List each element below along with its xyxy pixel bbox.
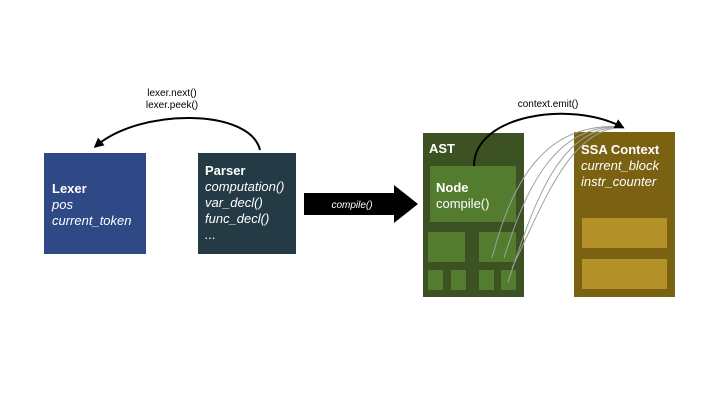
parser-method: ... (205, 227, 216, 242)
compile-arrow (304, 185, 418, 223)
child-node (479, 232, 516, 262)
lexer-box (44, 153, 146, 254)
leaf-node (451, 270, 466, 290)
emit-line (507, 126, 625, 283)
parser-method: func_decl() (205, 211, 270, 226)
lexer-call-arrow (93, 117, 261, 151)
lexer-field: pos (52, 197, 73, 212)
ssa-text: SSA Context current_block instr_counter (581, 142, 659, 190)
parser-box (198, 153, 296, 254)
leaf-node (479, 270, 494, 290)
node-method: compile() (436, 196, 490, 211)
emit-arrow (473, 112, 625, 167)
ssa-slot (582, 259, 667, 289)
ssa-field: instr_counter (581, 174, 657, 189)
emit-label: context.emit() (517, 99, 579, 110)
ssa-title: SSA Context (581, 142, 660, 157)
child-node (428, 232, 465, 262)
node-title: Node (436, 180, 469, 195)
leaf-node (428, 270, 443, 290)
lexer-calls-label: lexer.next() lexer.peek() (140, 88, 204, 112)
emit-line (491, 126, 625, 259)
lexer-peek-label: lexer.peek() (145, 100, 199, 111)
parser-method: computation() (205, 179, 285, 194)
parser-title: Parser (205, 163, 246, 178)
emit-line (503, 126, 625, 259)
node-box (430, 166, 516, 222)
node-text: Node compile() (436, 180, 489, 212)
lexer-title: Lexer (52, 181, 87, 196)
lexer-next-label: lexer.next() (147, 88, 197, 99)
ssa-slot (582, 218, 667, 248)
emit-line (511, 126, 625, 269)
lexer-field: current_token (52, 213, 132, 228)
compile-arrow-label: compile() (331, 200, 372, 211)
ssa-field: current_block (581, 158, 660, 173)
ast-title: AST (429, 141, 455, 156)
parser-text: Parser computation() var_decl() func_dec… (205, 163, 284, 243)
parser-method: var_decl() (205, 195, 263, 210)
lexer-text: Lexer pos current_token (52, 181, 132, 229)
